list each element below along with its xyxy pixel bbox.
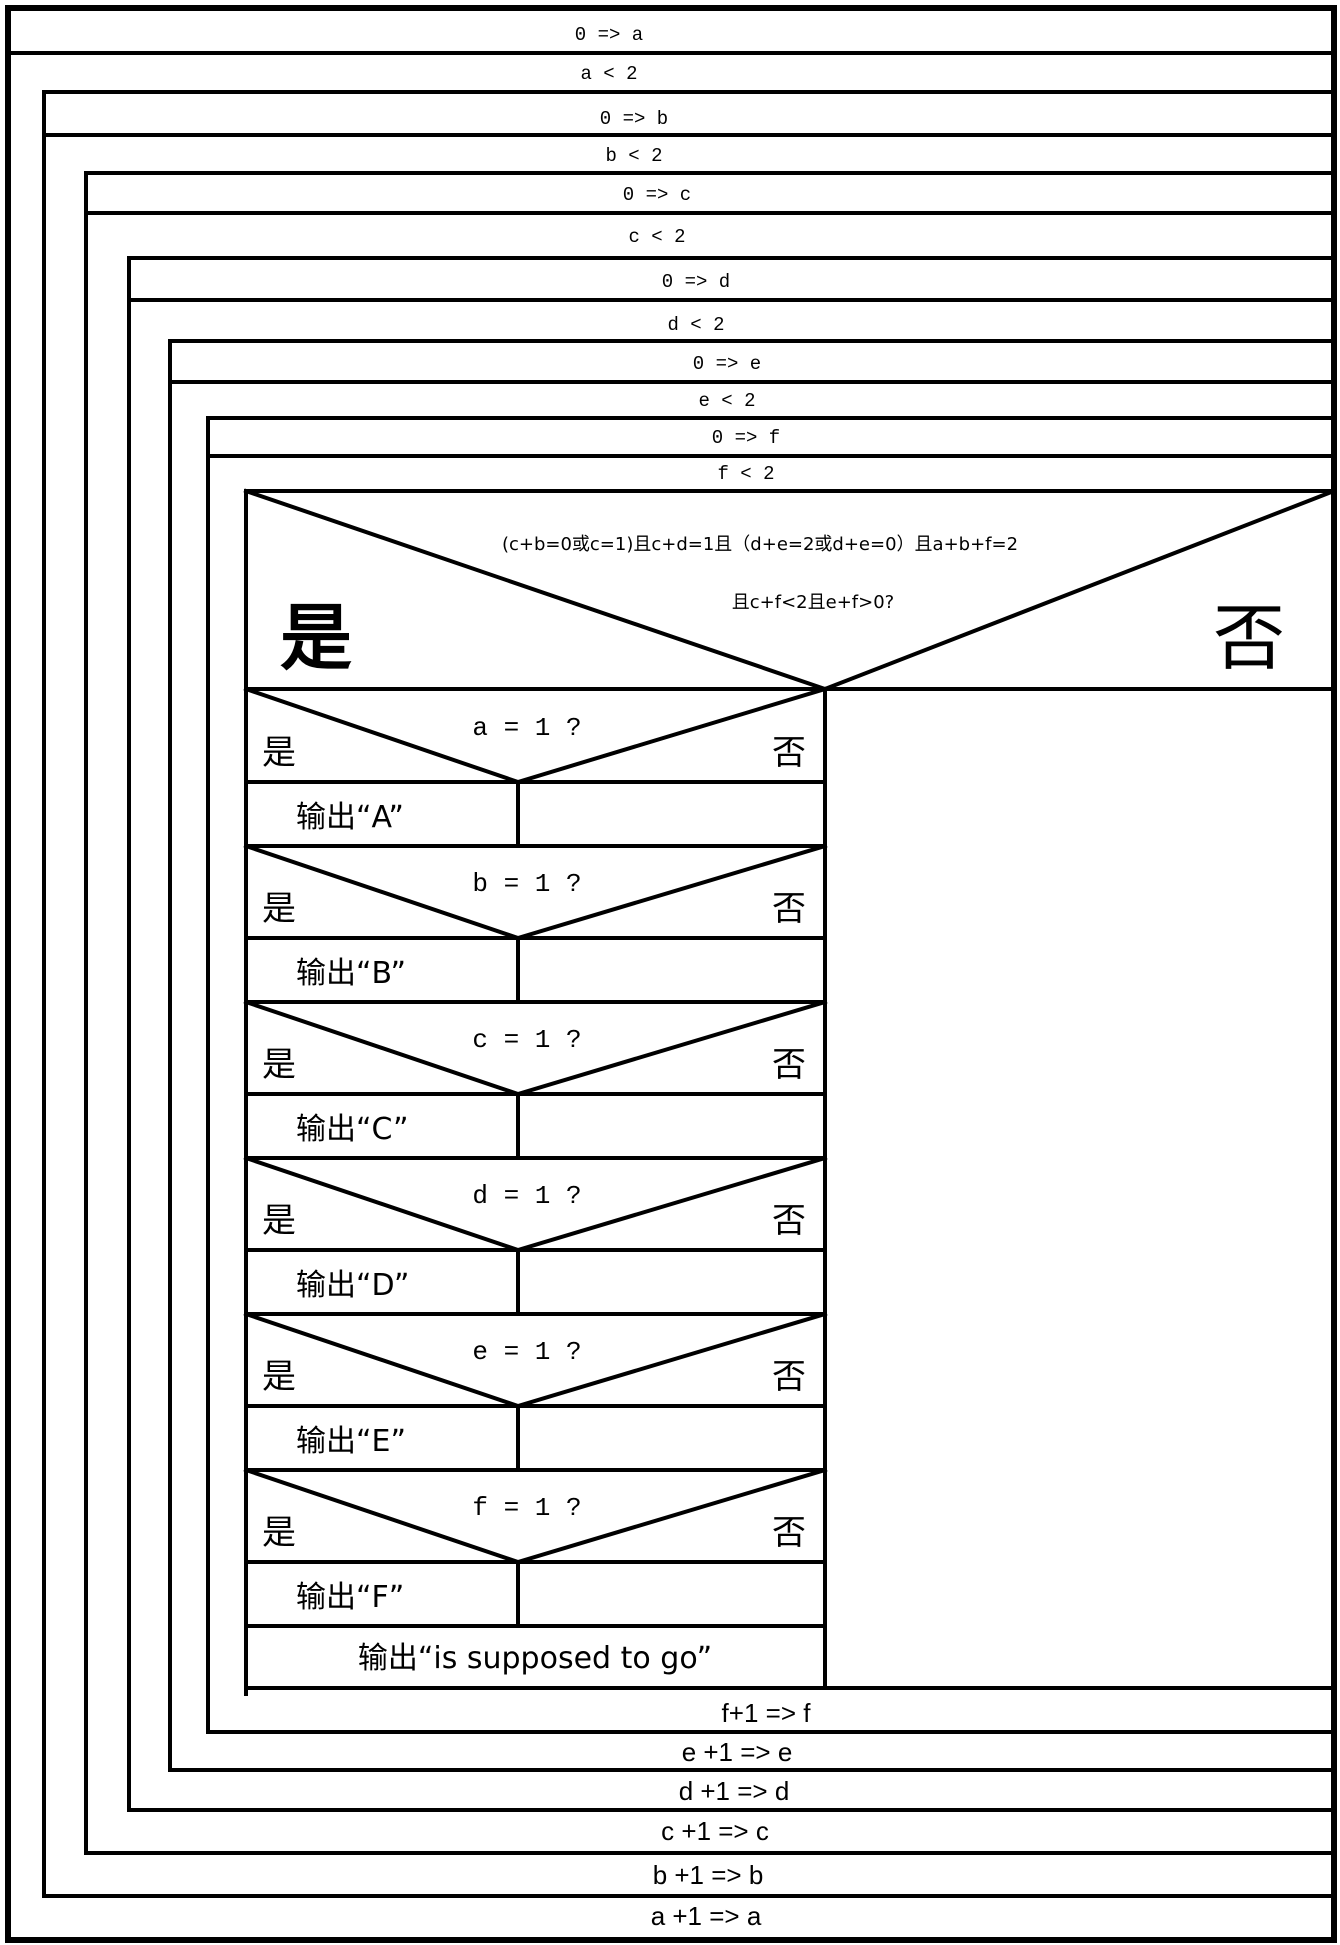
loop-b-header: 0 => b b < 2 — [42, 108, 1336, 1855]
check-c: c = 1 ? 是 否 输出“C” — [243, 999, 828, 1160]
loop-b-footer: b +1 => b — [42, 1860, 1336, 1898]
loop-e-header: 0 => e e < 2 — [168, 353, 1336, 1734]
init-c: 0 => c — [623, 184, 691, 206]
check-d-yes: 是 — [262, 1201, 296, 1241]
output-f: 输出“F” — [296, 1580, 404, 1615]
check-c-no: 否 — [772, 1045, 806, 1085]
check-e: e = 1 ? 是 否 输出“E” — [243, 1311, 828, 1472]
check-a: a = 1 ? 是 否 输出“A” — [243, 686, 828, 848]
incr-f: f+1 => f — [722, 1698, 812, 1728]
final-output: 输出“is supposed to go” — [358, 1641, 712, 1676]
check-a-yes: 是 — [262, 733, 296, 773]
init-a: 0 => a — [575, 24, 643, 46]
check-a-no: 否 — [772, 733, 806, 773]
loop-c-footer: c +1 => c — [84, 1816, 1336, 1855]
incr-a: a +1 => a — [651, 1901, 762, 1931]
check-d: d = 1 ? 是 否 输出“D” — [243, 1155, 828, 1316]
loop-a-footer: a +1 => a — [651, 1901, 762, 1931]
cond-d: d < 2 — [667, 314, 724, 336]
init-f: 0 => f — [712, 427, 780, 449]
output-c: 输出“C” — [296, 1112, 409, 1147]
cond-b: b < 2 — [605, 145, 662, 167]
incr-b: b +1 => b — [653, 1860, 764, 1890]
loop-d-header: 0 => d d < 2 — [127, 271, 1336, 1772]
check-b-no: 否 — [772, 889, 806, 929]
check-b-condition: b = 1 ? — [472, 869, 581, 899]
check-d-condition: d = 1 ? — [472, 1181, 581, 1211]
incr-e: e +1 => e — [682, 1737, 793, 1767]
cond-c: c < 2 — [628, 226, 685, 248]
init-d: 0 => d — [662, 271, 730, 293]
cond-a: a < 2 — [580, 63, 637, 85]
check-c-yes: 是 — [262, 1045, 296, 1085]
cond-f: f < 2 — [717, 463, 774, 485]
output-d: 输出“D” — [296, 1268, 409, 1303]
init-b: 0 => b — [600, 108, 668, 130]
output-e: 输出“E” — [296, 1424, 406, 1459]
main-condition-line2: 且c+f<2且e+f>0? — [732, 592, 894, 613]
check-e-yes: 是 — [262, 1357, 296, 1397]
main-decision: (c+b=0或c=1)且c+d=1且（d+e=2或d+e=0）且a+b+f=2 … — [243, 488, 1337, 1690]
loop-f-header: 0 => f f < 2 — [206, 427, 1336, 1696]
incr-c: c +1 => c — [661, 1816, 769, 1846]
check-e-no: 否 — [772, 1357, 806, 1397]
loop-a-header: 0 => a a < 2 — [6, 24, 1336, 1898]
check-e-condition: e = 1 ? — [472, 1337, 581, 1367]
outer-frame — [5, 5, 1337, 1943]
check-d-no: 否 — [772, 1201, 806, 1241]
loop-c-header: 0 => c c < 2 — [84, 184, 1336, 1812]
check-f-no: 否 — [772, 1513, 806, 1553]
cond-e: e < 2 — [698, 390, 755, 412]
output-b: 输出“B” — [296, 956, 406, 991]
main-yes-label: 是 — [280, 596, 352, 680]
check-f-yes: 是 — [262, 1513, 296, 1553]
loop-f-footer: f+1 => f — [206, 1698, 1336, 1734]
final-output-block: 输出“is supposed to go” — [244, 1641, 1336, 1690]
check-b: b = 1 ? 是 否 输出“B” — [243, 843, 828, 1004]
check-a-condition: a = 1 ? — [472, 713, 581, 743]
loop-d-footer: d +1 => d — [127, 1776, 1336, 1812]
check-c-condition: c = 1 ? — [472, 1025, 581, 1055]
incr-d: d +1 => d — [679, 1776, 790, 1806]
main-condition-line1: (c+b=0或c=1)且c+d=1且（d+e=2或d+e=0）且a+b+f=2 — [502, 534, 1018, 555]
main-no-label: 否 — [1213, 596, 1285, 680]
check-b-yes: 是 — [262, 889, 296, 929]
loop-e-footer: e +1 => e — [168, 1737, 1336, 1772]
check-f-condition: f = 1 ? — [472, 1493, 581, 1523]
check-f: f = 1 ? 是 否 输出“F” — [243, 1467, 828, 1628]
init-e: 0 => e — [693, 353, 761, 375]
output-a: 输出“A” — [296, 800, 404, 835]
